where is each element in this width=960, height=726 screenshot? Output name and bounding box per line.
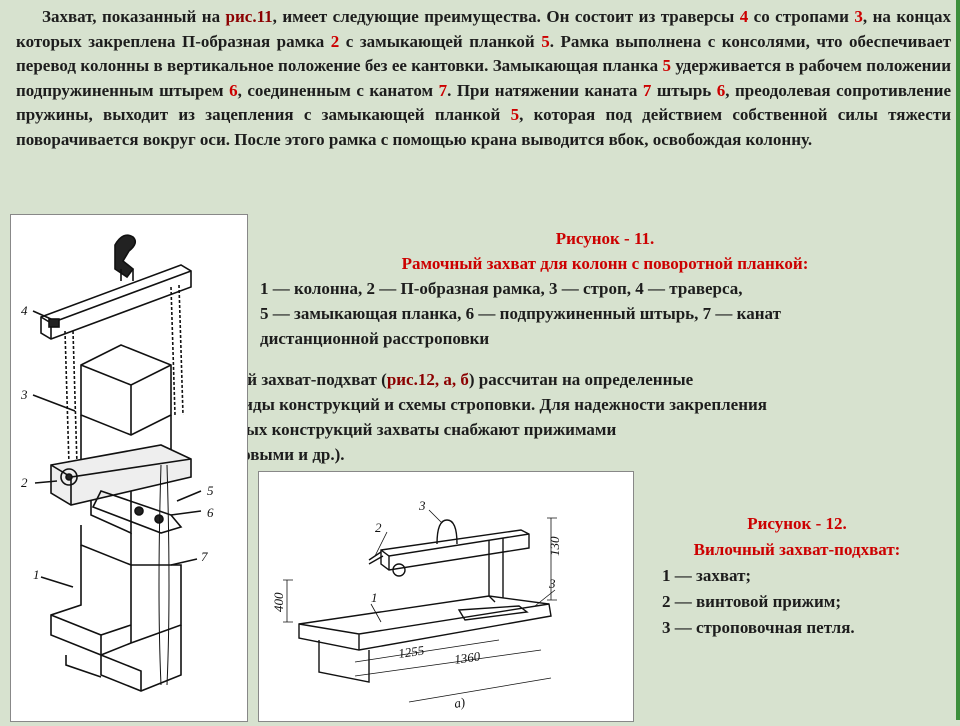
fig12-label-1: 1 [371, 590, 378, 605]
fig11-label-2: 2 [21, 475, 28, 490]
figure11-legend-line2: 5 — замыкающая планка, 6 — подпружиненны… [260, 304, 781, 323]
fig12-label-3-top: 3 [418, 498, 426, 513]
fig11-label-3: 3 [20, 387, 28, 402]
figure12-title: Рисунок - 12. [747, 514, 847, 533]
figure11-title: Рисунок - 11. [555, 229, 655, 248]
figure11-caption: Рисунок - 11. Рамочный захват для колонн… [260, 226, 950, 351]
figure12-subtitle: Вилочный захват-подхват: [693, 540, 901, 559]
figure11-legend-line3: дистанционной расстроповки [260, 329, 490, 348]
figure12-legend-item1: 1 — захват; [662, 566, 752, 585]
fig12-dim-130: 130 [547, 536, 562, 556]
figure12-legend-item2: 2 — винтовой прижим; [662, 592, 841, 611]
figure11-legend-line1: 1 — колонна, 2 — П-образная рамка, 3 — с… [260, 279, 743, 298]
figure12-caption: Рисунок - 12. Вилочный захват-подхват: 1… [662, 511, 952, 641]
figure-ref-link[interactable]: рис.11 [225, 7, 273, 26]
figure11-drawing: 4 3 2 5 6 7 1 [20, 234, 214, 692]
fig11-label-1: 1 [33, 567, 40, 582]
fig12-label-3-right: 3 [548, 576, 556, 591]
figure12-legend-item3: 3 — строповочная петля. [662, 618, 855, 637]
figure12-drawing: 3 2 3 1 130 400 1255 1360 а) [271, 498, 562, 711]
intro-paragraph: Захват, показанный на рис.11, имеет след… [16, 7, 952, 149]
fig12-dim-400: 400 [271, 592, 286, 612]
fig12-label-2: 2 [375, 520, 382, 535]
fig12-dim-1360: 1360 [453, 648, 481, 667]
second-paragraph: ый захват-подхват (рис.12, а, б) рассчит… [234, 370, 767, 464]
figure11-illustration: 4 3 2 5 6 7 1 [10, 214, 248, 722]
figure11-subtitle: Рамочный захват для колонн с поворотной … [401, 254, 809, 273]
fig12-dim-1255: 1255 [397, 642, 425, 661]
fig11-label-5: 5 [207, 483, 214, 498]
figure12-illustration: 3 2 3 1 130 400 1255 1360 а) [258, 471, 634, 722]
figure12-ref-link[interactable]: рис.12, а, б [386, 370, 469, 389]
fig12-variant-a: а) [453, 694, 466, 711]
fig11-label-6: 6 [207, 505, 214, 520]
fig11-label-4: 4 [21, 303, 28, 318]
fig11-label-7: 7 [201, 549, 208, 564]
